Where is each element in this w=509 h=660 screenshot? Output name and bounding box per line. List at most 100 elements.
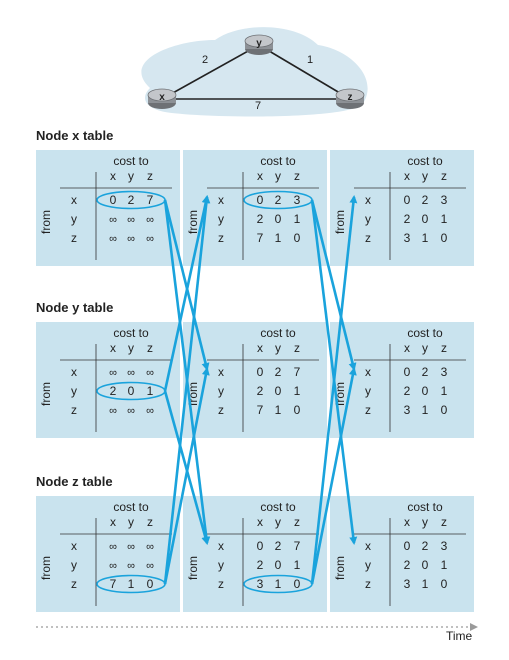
time-axis (36, 623, 478, 631)
cell-xz: 7 (294, 365, 301, 379)
cost-to-label: cost to (260, 154, 296, 168)
source-label-z: z (365, 403, 371, 417)
cell-zx: 7 (257, 403, 264, 417)
cell-zx: 3 (404, 577, 411, 591)
arrow-y-to-x-step1 (163, 195, 210, 392)
cell-yy: 0 (128, 384, 135, 398)
from-label: from (39, 382, 53, 406)
cell-xx: ∞ (109, 367, 117, 379)
node-x-table-title: Node x table (36, 128, 114, 143)
source-label-y: y (218, 212, 224, 226)
cell-xy: 2 (128, 193, 135, 207)
cell-xy: 2 (422, 365, 429, 379)
dest-label-y: y (275, 515, 281, 529)
cell-xy: 2 (275, 365, 282, 379)
table-panel (36, 150, 180, 266)
cell-xx: 0 (257, 365, 264, 379)
cell-zy: ∞ (127, 233, 135, 245)
arrow-x-to-y-step2 (310, 199, 357, 371)
cell-yx: 2 (257, 384, 264, 398)
from-label: from (39, 210, 53, 234)
source-label-x: x (71, 539, 77, 553)
link-cost-y-z: 1 (307, 54, 313, 66)
dest-label-z: z (147, 515, 153, 529)
cell-zz: 0 (441, 577, 448, 591)
cell-zz: 0 (294, 403, 301, 417)
cost-to-label: cost to (407, 326, 443, 340)
cell-zx: 3 (404, 231, 411, 245)
cell-xx: 0 (404, 539, 411, 553)
cell-xy: 2 (422, 193, 429, 207)
cell-zy: 1 (422, 577, 429, 591)
cell-zy: 1 (128, 577, 135, 591)
cost-to-label: cost to (113, 326, 149, 340)
cell-xz: 7 (147, 193, 154, 207)
source-label-x: x (365, 193, 371, 207)
cell-yz: 1 (294, 212, 301, 226)
time-label: Time (446, 629, 473, 643)
cell-zy: 1 (275, 231, 282, 245)
arrow-x-to-z-step1 (163, 199, 211, 545)
cell-yz: 1 (147, 384, 154, 398)
node-z-table-title: Node z table (36, 474, 113, 489)
cell-zz: ∞ (146, 233, 154, 245)
source-label-y: y (365, 212, 371, 226)
source-label-y: y (71, 212, 77, 226)
cell-xz: ∞ (146, 541, 154, 553)
arrow-z-to-y-step1 (163, 367, 210, 585)
cell-zz: 0 (147, 577, 154, 591)
cost-to-label: cost to (260, 326, 296, 340)
cell-xz: 3 (441, 365, 448, 379)
cell-yy: 0 (422, 384, 429, 398)
arrow-x-to-y-step1 (163, 199, 210, 371)
cost-to-label: cost to (113, 500, 149, 514)
cell-xy: ∞ (127, 367, 135, 379)
link-cost-x-z: 7 (255, 100, 261, 112)
dest-label-x: x (257, 341, 263, 355)
source-label-x: x (71, 365, 77, 379)
cell-yz: ∞ (146, 214, 154, 226)
cell-xy: 2 (275, 539, 282, 553)
source-label-z: z (71, 577, 77, 591)
cell-xx: 0 (257, 539, 264, 553)
cell-zy: 1 (275, 577, 282, 591)
dest-label-y: y (422, 515, 428, 529)
cell-xx: 0 (110, 193, 117, 207)
from-label: from (186, 210, 200, 234)
cell-xz: 7 (294, 539, 301, 553)
cell-xx: 0 (404, 193, 411, 207)
cell-yy: 0 (275, 384, 282, 398)
table-panel (183, 322, 327, 438)
arrow-z-to-x-step1 (163, 195, 211, 585)
cell-zx: 7 (257, 231, 264, 245)
router-z-icon: z (335, 88, 365, 109)
dest-label-x: x (404, 515, 410, 529)
source-label-y: y (218, 558, 224, 572)
dest-label-z: z (294, 169, 300, 183)
dest-label-y: y (422, 169, 428, 183)
dest-label-y: y (422, 341, 428, 355)
cell-yy: 0 (422, 212, 429, 226)
cell-zz: 0 (294, 577, 301, 591)
router-x-icon: x (147, 88, 177, 109)
cell-xz: 3 (441, 539, 448, 553)
source-label-x: x (218, 193, 224, 207)
router-y-icon: y (244, 34, 274, 55)
cell-yz: 1 (441, 558, 448, 572)
cell-zy: ∞ (127, 405, 135, 417)
cell-zx: 3 (404, 403, 411, 417)
dest-label-z: z (441, 515, 447, 529)
router-z-label: z (348, 92, 353, 103)
source-label-z: z (365, 231, 371, 245)
table-panel (36, 322, 180, 438)
dest-label-x: x (110, 169, 116, 183)
dest-label-z: z (294, 515, 300, 529)
dest-label-z: z (441, 169, 447, 183)
source-label-x: x (71, 193, 77, 207)
